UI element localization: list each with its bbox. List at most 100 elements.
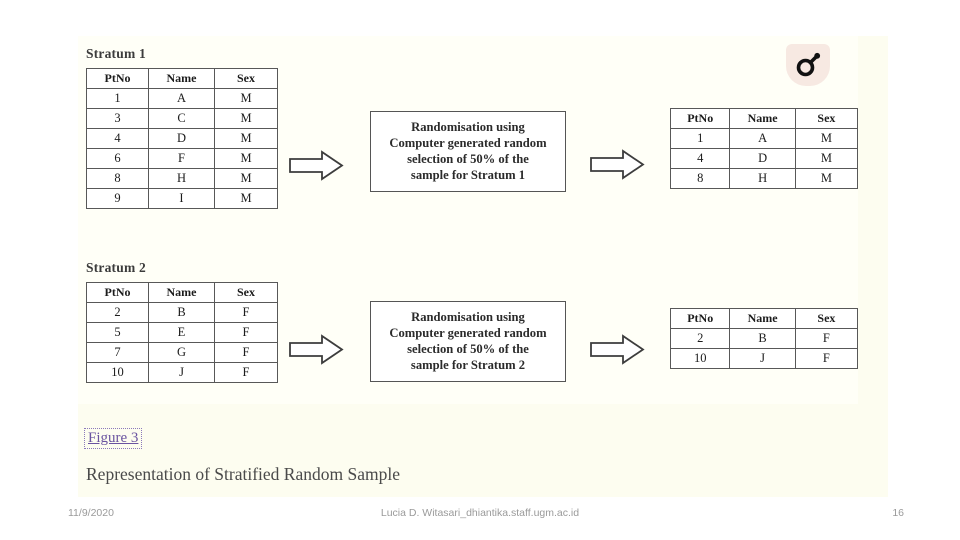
cell-sex: F <box>214 362 278 383</box>
cell-ptno: 2 <box>86 302 149 323</box>
table-header-row: PtNo Name Sex <box>669 308 859 329</box>
cell-name: D <box>729 148 796 169</box>
cell-sex: F <box>214 342 278 363</box>
stratum-2-source-table: PtNo Name Sex 2 B F <box>86 282 278 383</box>
figure-image: Stratum 1 PtNo Name Sex <box>78 36 859 404</box>
arrow-right-icon <box>589 148 645 181</box>
table-row: 10 J F <box>669 348 859 369</box>
cell-ptno: 3 <box>86 108 149 129</box>
column-header-ptno: PtNo <box>86 282 149 303</box>
cell-name: J <box>729 348 796 369</box>
table-row: 8 H M <box>669 168 859 189</box>
table-row: 10 J F <box>86 362 278 383</box>
cell-sex: M <box>214 168 278 189</box>
cell-name: H <box>729 168 796 189</box>
cell-ptno: 9 <box>86 188 149 209</box>
stratum-2-label: Stratum 2 <box>86 260 146 275</box>
table-row: 5 E F <box>86 322 278 343</box>
randomisation-line: Randomisation using <box>411 120 525 134</box>
stratum-2-group: Stratum 2 PtNo Name Sex <box>86 260 278 383</box>
cell-sex: M <box>214 108 278 129</box>
stratum-1-result-table-wrap: PtNo Name Sex 1 A M 4 D <box>669 108 859 189</box>
column-header-sex: Sex <box>794 308 859 329</box>
cell-ptno: 6 <box>86 148 149 169</box>
stratum-2-result-table: PtNo Name Sex 2 B F 10 J <box>669 308 859 369</box>
cell-name: F <box>148 148 215 169</box>
arrow-right-icon <box>589 333 645 366</box>
cell-sex: F <box>794 348 859 369</box>
cell-sex: F <box>214 302 278 323</box>
column-header-name: Name <box>148 282 215 303</box>
cell-sex: M <box>214 148 278 169</box>
stratum-1-result-table: PtNo Name Sex 1 A M 4 D <box>669 108 859 189</box>
slide-footer: 11/9/2020 Lucia D. Witasari_dhiantika.st… <box>0 504 960 526</box>
table-header-row: PtNo Name Sex <box>86 282 278 303</box>
column-header-ptno: PtNo <box>669 108 731 129</box>
cell-ptno: 1 <box>669 128 731 149</box>
figure-caption: Representation of Stratified Random Samp… <box>86 464 400 484</box>
cell-name: B <box>729 328 796 349</box>
randomisation-line: selection of 50% of the <box>407 152 529 166</box>
stratum-1-label: Stratum 1 <box>86 46 146 61</box>
cell-ptno: 4 <box>86 128 149 149</box>
cell-ptno: 1 <box>86 88 149 109</box>
cell-name: A <box>148 88 215 109</box>
column-header-name: Name <box>729 108 796 129</box>
footer-author: Lucia D. Witasari_dhiantika.staff.ugm.ac… <box>380 507 580 519</box>
table-row: 3 C M <box>86 108 278 129</box>
cell-name: D <box>148 128 215 149</box>
cell-sex: M <box>214 88 278 109</box>
cell-ptno: 2 <box>669 328 731 349</box>
randomisation-line: sample for Stratum 1 <box>410 168 526 182</box>
table-row: 4 D M <box>86 128 278 149</box>
male-symbol-icon <box>786 44 830 86</box>
table-row: 2 B F <box>86 302 278 323</box>
cell-ptno: 8 <box>86 168 149 189</box>
column-header-sex: Sex <box>794 108 859 129</box>
arrow-right-icon <box>288 333 344 366</box>
column-header-sex: Sex <box>214 282 278 303</box>
cell-sex: M <box>794 148 859 169</box>
content-panel: Stratum 1 PtNo Name Sex <box>78 36 888 497</box>
cell-ptno: 8 <box>669 168 731 189</box>
cell-name: A <box>729 128 796 149</box>
cell-sex: F <box>794 328 859 349</box>
footer-page-number: 16 <box>892 507 904 519</box>
figure-link[interactable]: Figure 3 <box>84 428 143 449</box>
table-header-row: PtNo Name Sex <box>669 108 859 129</box>
stratum-1-group: Stratum 1 PtNo Name Sex <box>86 46 278 209</box>
table-header-row: PtNo Name Sex <box>86 68 278 89</box>
randomisation-box-stratum-1: Randomisation using Computer generated r… <box>370 111 566 192</box>
column-header-sex: Sex <box>214 68 278 89</box>
table-row: 4 D M <box>669 148 859 169</box>
stratum-2-source-table-wrap: PtNo Name Sex 2 B F <box>86 282 278 383</box>
table-row: 1 A M <box>669 128 859 149</box>
cell-sex: F <box>214 322 278 343</box>
randomisation-line: Randomisation using <box>411 310 525 324</box>
table-row: 9 I M <box>86 188 278 209</box>
cell-sex: M <box>214 188 278 209</box>
table-row: 8 H M <box>86 168 278 189</box>
randomisation-line: Computer generated random <box>389 136 547 150</box>
arrow-right-icon <box>288 149 344 182</box>
stratum-1-source-table: PtNo Name Sex 1 A M <box>86 68 278 209</box>
cell-name: C <box>148 108 215 129</box>
table-row: 6 F M <box>86 148 278 169</box>
column-header-name: Name <box>729 308 796 329</box>
cell-name: E <box>148 322 215 343</box>
cell-sex: M <box>214 128 278 149</box>
table-row: 2 B F <box>669 328 859 349</box>
cell-name: G <box>148 342 215 363</box>
randomisation-box-stratum-2: Randomisation using Computer generated r… <box>370 301 566 382</box>
randomisation-line: selection of 50% of the <box>407 342 529 356</box>
column-header-name: Name <box>148 68 215 89</box>
table-row: 1 A M <box>86 88 278 109</box>
randomisation-line: sample for Stratum 2 <box>410 358 526 372</box>
cell-sex: M <box>794 128 859 149</box>
cell-ptno: 10 <box>669 348 731 369</box>
cell-ptno: 7 <box>86 342 149 363</box>
cell-name: J <box>148 362 215 383</box>
column-header-ptno: PtNo <box>669 308 731 329</box>
cell-ptno: 10 <box>86 362 149 383</box>
